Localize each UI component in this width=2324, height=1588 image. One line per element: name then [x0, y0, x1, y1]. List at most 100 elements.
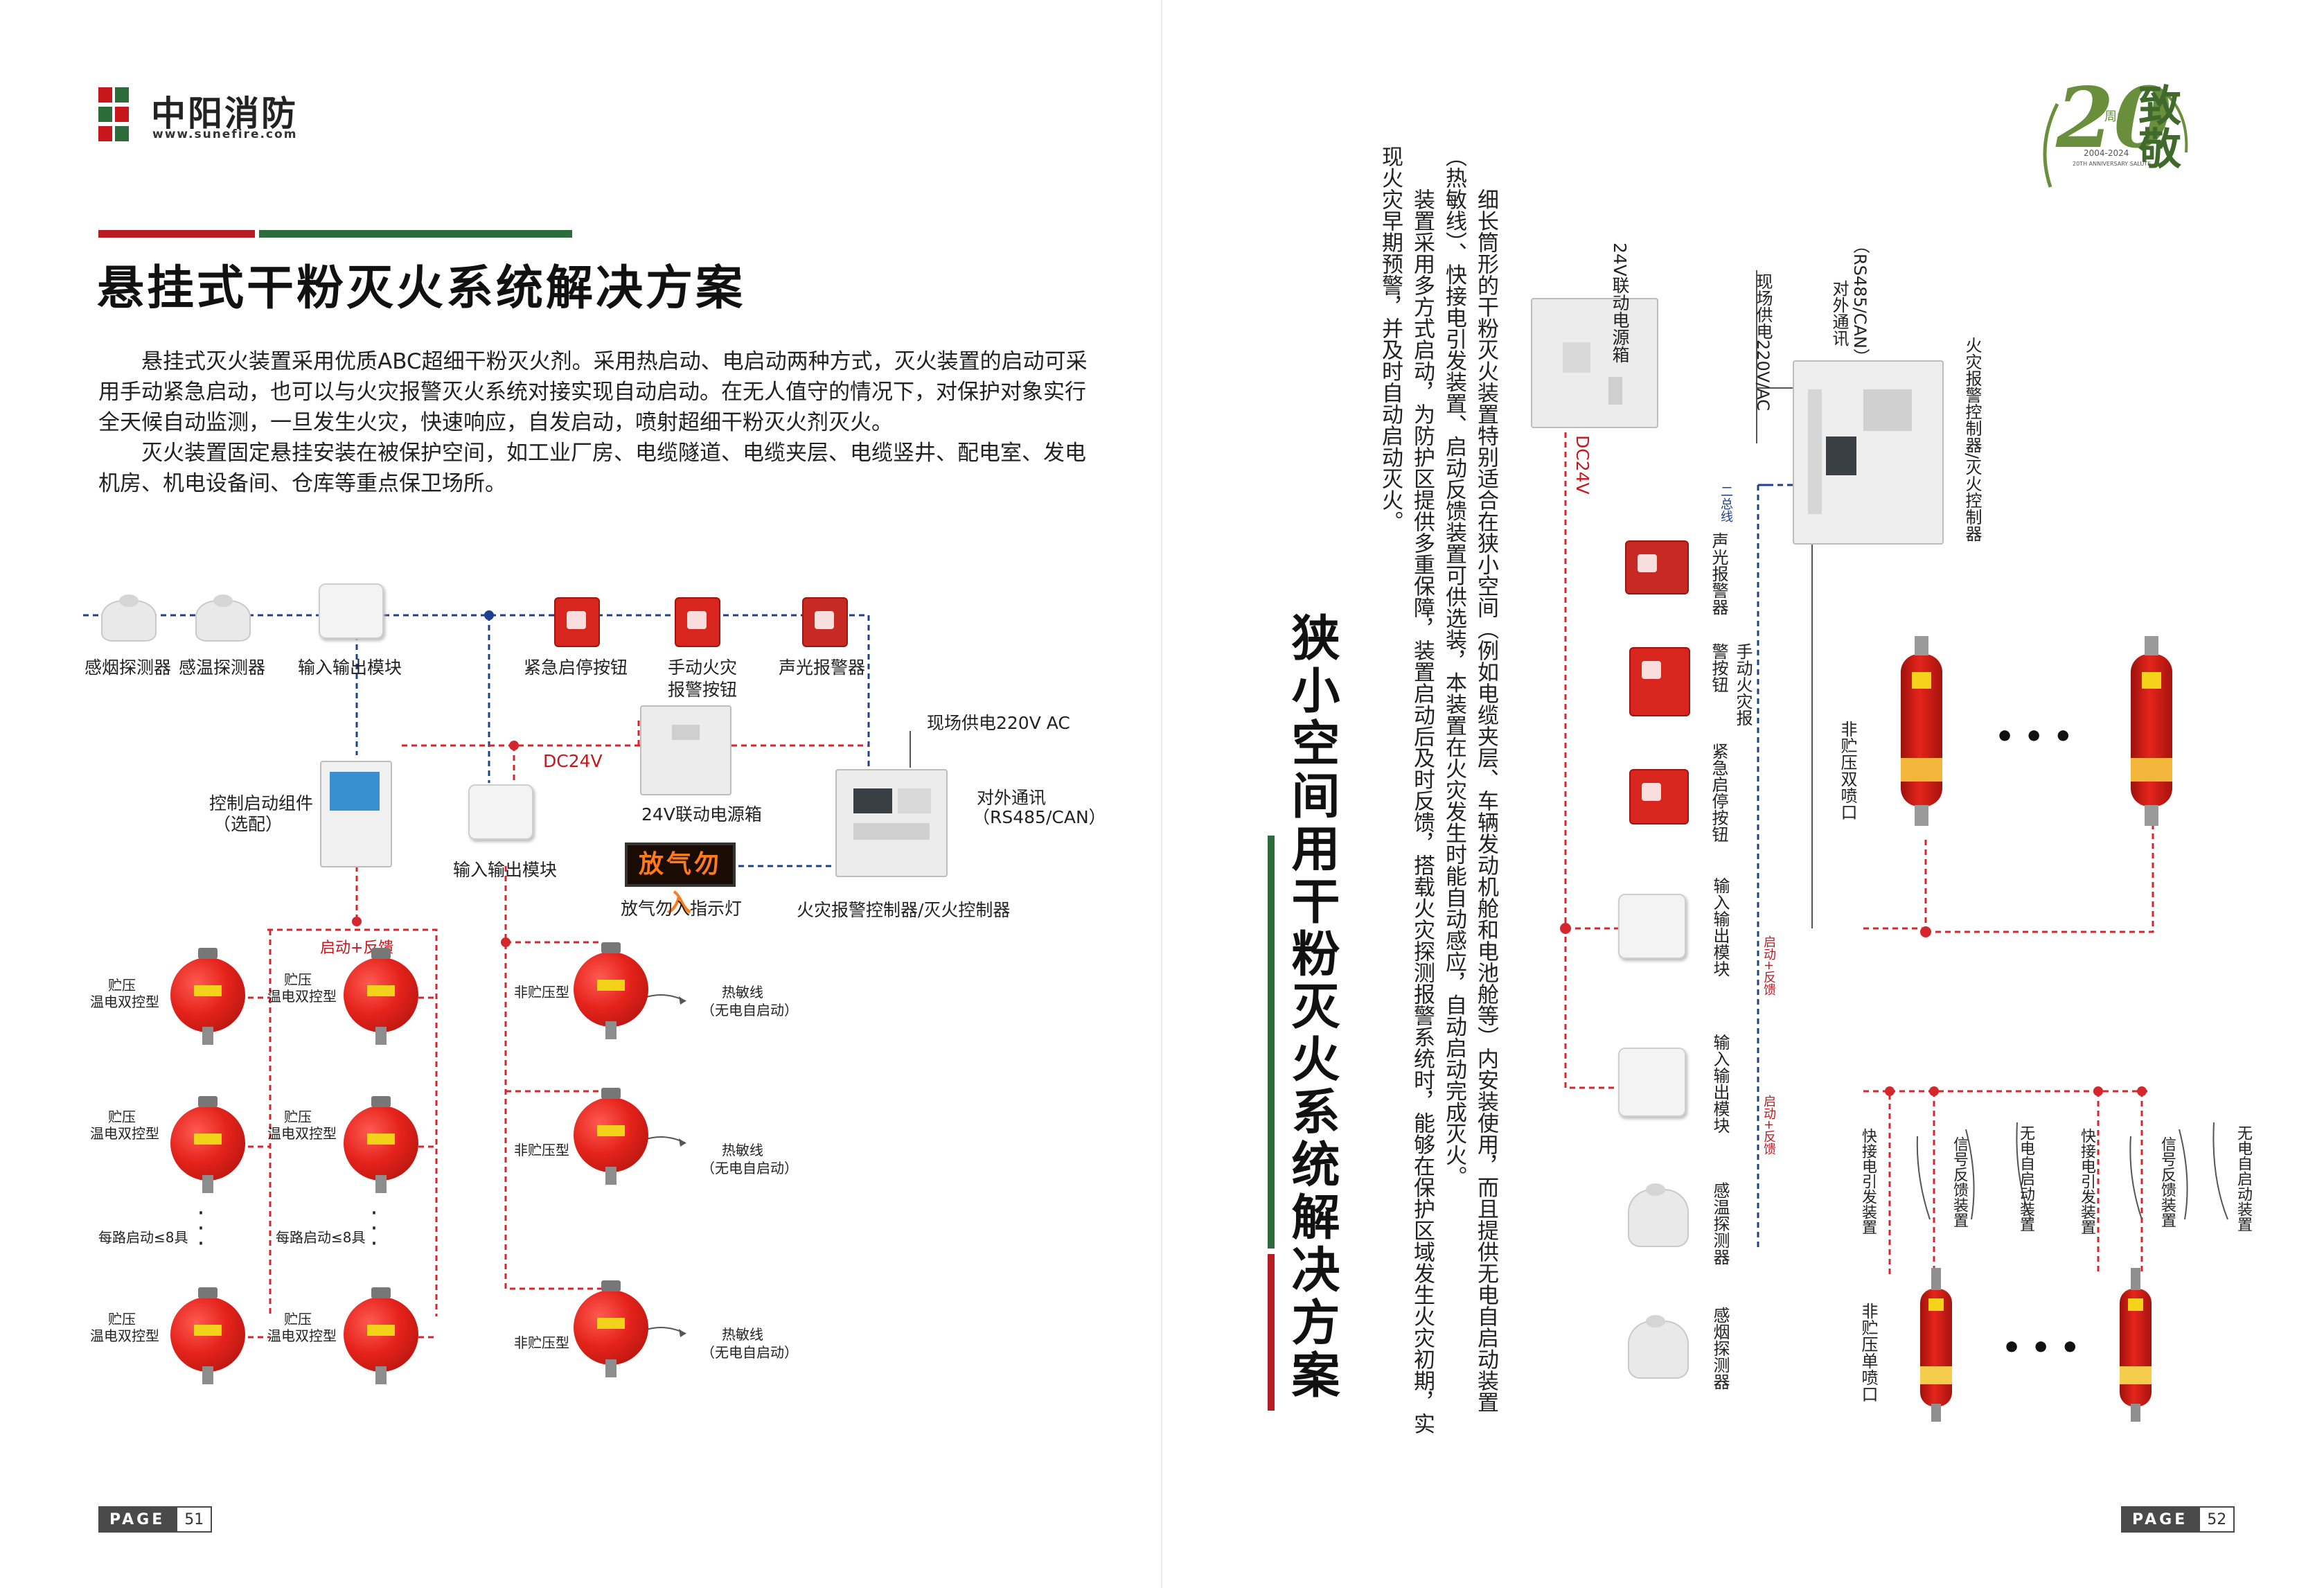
- smoke-detector-label: 感烟探测器: [85, 658, 172, 678]
- stored-label-2: 温电双控型: [90, 1125, 159, 1142]
- linkage-power-box-icon: [1531, 298, 1658, 428]
- right-title-accent-red: [1268, 1254, 1275, 1411]
- title-accent-green: [259, 230, 572, 238]
- page-spine: [1161, 0, 1162, 1588]
- linkage-power-box-label: 24V联动电源箱: [641, 804, 762, 824]
- page-number: 52: [2199, 1506, 2235, 1533]
- page-number: 51: [176, 1506, 213, 1533]
- power-220-label: 现场供电220V AC: [927, 713, 1070, 733]
- io-module-middle-label: 输入输出模块: [453, 860, 558, 880]
- heat-line-label: 热敏线: [722, 984, 763, 1000]
- sound-light-alarm-icon: [802, 597, 848, 647]
- right-intro-paragraph-1: 细长筒形的干粉灭火装置特别适合在狭小空间（例如电缆夹层、车辆发动机舱和电池舱等）…: [1442, 145, 1498, 1413]
- right-start-feedback-label: 启动+反馈: [1762, 935, 1776, 996]
- gas-warning-sign-label: 放气勿入指示灯: [621, 899, 743, 919]
- left-page-number: PAGE 51: [98, 1506, 213, 1533]
- right-linkage-power-label: 24V联动电源箱: [1610, 242, 1630, 363]
- more-units-icon: •••: [2002, 1330, 2090, 1366]
- right-comm-label-1: 对外通讯: [1829, 280, 1849, 346]
- no-power-label: （无电自启动）: [701, 1344, 798, 1361]
- single-nozzle-cylinder-icon: [1920, 1268, 1952, 1422]
- smoke-detector-icon: [101, 594, 157, 642]
- stored-label-2: 温电双控型: [267, 1327, 337, 1344]
- left-page-title: 悬挂式干粉灭火系统解决方案: [97, 261, 746, 316]
- anniversary-chars: 致敬: [2131, 83, 2181, 169]
- stored-pressure-extinguisher-icon: [170, 1096, 245, 1193]
- title-accent-red: [98, 230, 255, 238]
- right-start-feedback-label: 启动+反馈: [1762, 1095, 1776, 1156]
- right-power-220-label: 现场供电220V/AC: [1753, 273, 1773, 412]
- right-manual-alarm-label: 手动火灾报警按钮: [1709, 643, 1753, 726]
- no-power-device-label: 无电自启动装置: [2017, 1125, 2034, 1232]
- per-loop-label: 每路启动≤8具: [276, 1229, 366, 1246]
- page-label: PAGE: [2121, 1506, 2199, 1533]
- right-smoke-detector-label: 感烟探测器: [1710, 1307, 1730, 1390]
- right-io-module-icon: [1618, 894, 1686, 959]
- fire-controller-icon: [835, 769, 948, 877]
- heat-line-label: 热敏线: [722, 1142, 763, 1158]
- no-power-device-label: 无电自启动装置: [2235, 1125, 2252, 1232]
- right-manual-alarm-button-icon: [1629, 647, 1690, 716]
- stored-label-1: 贮压: [284, 1311, 312, 1327]
- io-module-middle-icon: [468, 784, 533, 840]
- control-start-component-icon: [320, 761, 392, 867]
- right-heat-detector-label: 感温探测器: [1710, 1182, 1730, 1265]
- stored-label-2: 温电双控型: [267, 988, 337, 1005]
- emergency-stop-label: 紧急启停按钮: [524, 658, 628, 678]
- left-intro: 悬挂式灭火装置采用优质ABC超细干粉灭火剂。采用热启动、电启动两种方式，灭火装置…: [98, 346, 1096, 499]
- io-module-top-label: 输入输出模块: [298, 658, 402, 678]
- anniversary-logo: 20 周年 2004-2024 20TH ANNIVERSARY SALUTE …: [2023, 69, 2203, 229]
- right-intro: 细长筒形的干粉灭火装置特别适合在狭小空间（例如电缆夹层、车辆发动机舱和电池舱等）…: [1374, 145, 1502, 1455]
- stored-label-2: 温电双控型: [90, 1327, 159, 1344]
- right-controller-label: 火灾报警控制器/灭火控制器: [1962, 337, 1982, 542]
- left-intro-paragraph-2: 灭火装置固定悬挂安装在被保护空间，如工业厂房、电缆隧道、电缆夹层、电缆竖井、配电…: [98, 441, 1086, 496]
- comm-label-2: （RS485/CAN）: [973, 807, 1106, 827]
- heat-detector-icon: [195, 594, 251, 642]
- dc24-label: DC24V: [543, 751, 603, 771]
- per-loop-label: 每路启动≤8具: [98, 1229, 188, 1246]
- stored-label-1: 贮压: [284, 971, 312, 988]
- no-power-label: （无电自启动）: [701, 1002, 798, 1018]
- more-units-icon: ···: [370, 1199, 378, 1258]
- dual-nozzle-cylinder-icon: [2131, 636, 2172, 826]
- stored-label-2: 温电双控型: [90, 994, 159, 1010]
- dual-nozzle-label: 非贮压双喷口: [1838, 721, 1857, 820]
- right-bus-label: 二总线: [1719, 485, 1733, 522]
- no-power-label: （无电自启动）: [701, 1160, 798, 1176]
- signal-feedback-label: 信号反馈装置: [2158, 1136, 2176, 1228]
- heat-line-label: 热敏线: [722, 1326, 763, 1343]
- right-emergency-stop-label: 紧急启停按钮: [1709, 743, 1728, 842]
- stored-label-1: 贮压: [108, 1311, 136, 1327]
- brand-logo-icon: [98, 87, 132, 141]
- right-emergency-stop-icon: [1629, 769, 1689, 824]
- right-sound-light-alarm-icon: [1625, 540, 1689, 594]
- stored-label-1: 贮压: [108, 1109, 136, 1125]
- single-nozzle-label: 非贮压单喷口: [1859, 1303, 1878, 1402]
- right-title-accent-green: [1268, 836, 1275, 1249]
- more-units-icon: ···: [197, 1199, 205, 1258]
- right-intro-paragraph-2: 装置采用多方式启动，为防护区提供多重保障，装置启动后及时反馈，搭载火灾探测报警系…: [1378, 145, 1435, 1434]
- right-io-module-label: 输入输出模块: [1710, 1034, 1730, 1133]
- gas-warning-sign-icon: 放气勿入: [625, 842, 736, 917]
- right-smoke-detector-icon: [1628, 1315, 1689, 1379]
- non-stored-label: 非贮压型: [514, 984, 569, 1000]
- right-comm-label-2: （RS485/CAN）: [1850, 237, 1870, 365]
- single-nozzle-cylinder-icon: [2120, 1268, 2152, 1422]
- right-page-title: 狭小空间用干粉灭火系统解决方案: [1284, 612, 1340, 1402]
- stored-label-1: 贮压: [284, 1109, 312, 1125]
- stored-pressure-extinguisher-icon: [344, 948, 418, 1045]
- io-module-top-icon: [319, 583, 384, 639]
- more-units-icon: •••: [1995, 719, 2083, 755]
- dual-nozzle-cylinder-icon: [1901, 636, 1942, 826]
- right-dc24-label: DC24V: [1572, 435, 1593, 495]
- sound-light-alarm-label: 声光报警器: [779, 658, 866, 678]
- stored-pressure-extinguisher-icon: [170, 948, 245, 1045]
- comm-label-1: 对外通讯: [977, 788, 1047, 808]
- quick-trigger-label: 快接电引发装置: [2078, 1128, 2095, 1235]
- non-stored-extinguisher-icon: [574, 1280, 648, 1377]
- stored-label-1: 贮压: [108, 977, 136, 994]
- manual-alarm-label-1: 手动火灾: [668, 658, 738, 678]
- linkage-power-box-icon: [640, 705, 731, 795]
- signal-feedback-label: 信号反馈装置: [1951, 1136, 1968, 1228]
- manual-alarm-button-icon: [675, 597, 720, 647]
